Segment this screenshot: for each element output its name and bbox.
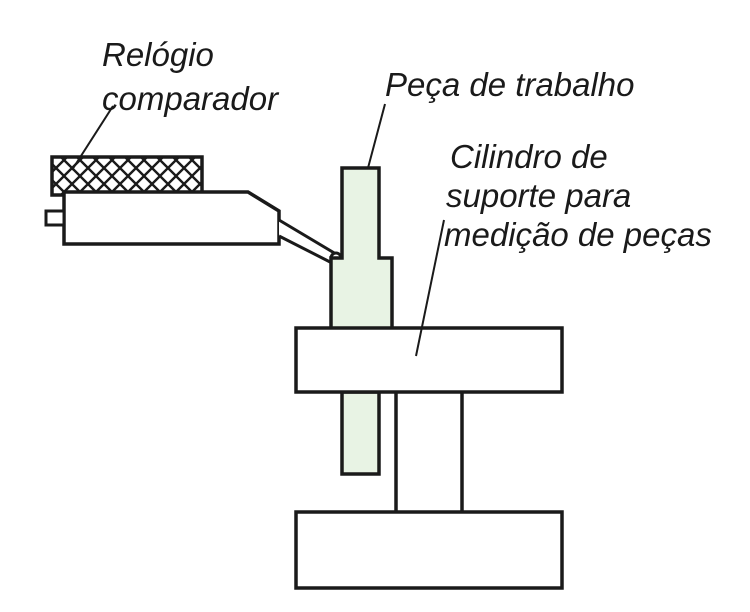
label-support-cylinder-line-3: medição de peças [444, 216, 712, 253]
label-dial-gauge-line-2: comparador [102, 80, 280, 117]
dial-gauge-probe-lever [278, 218, 338, 266]
leader-line-workpiece [367, 103, 386, 169]
label-support-cylinder-line-1: Cilindro de [450, 138, 608, 175]
dial-gauge [44, 155, 343, 266]
leader-line-dial-gauge [71, 105, 114, 171]
label-dial-gauge: Relógio comparador [102, 36, 280, 117]
support-cylinder-column [394, 388, 464, 516]
dial-gauge-knurled-bezel [50, 155, 204, 197]
workpiece-lower-shaft [340, 390, 381, 476]
label-dial-gauge-line-1: Relógio [102, 36, 214, 73]
workpiece [329, 166, 394, 332]
support-cylinder [294, 388, 564, 590]
label-support-cylinder: Cilindro de suporte para medição de peça… [444, 138, 712, 253]
dial-gauge-stem [44, 209, 66, 227]
dial-gauge-body [62, 190, 281, 246]
leader-line-support-cylinder [415, 219, 445, 357]
support-cylinder-plate [294, 326, 564, 394]
label-workpiece: Peça de trabalho [385, 66, 635, 103]
label-support-cylinder-line-2: suporte para [446, 177, 631, 214]
support-cylinder-base [294, 510, 564, 590]
